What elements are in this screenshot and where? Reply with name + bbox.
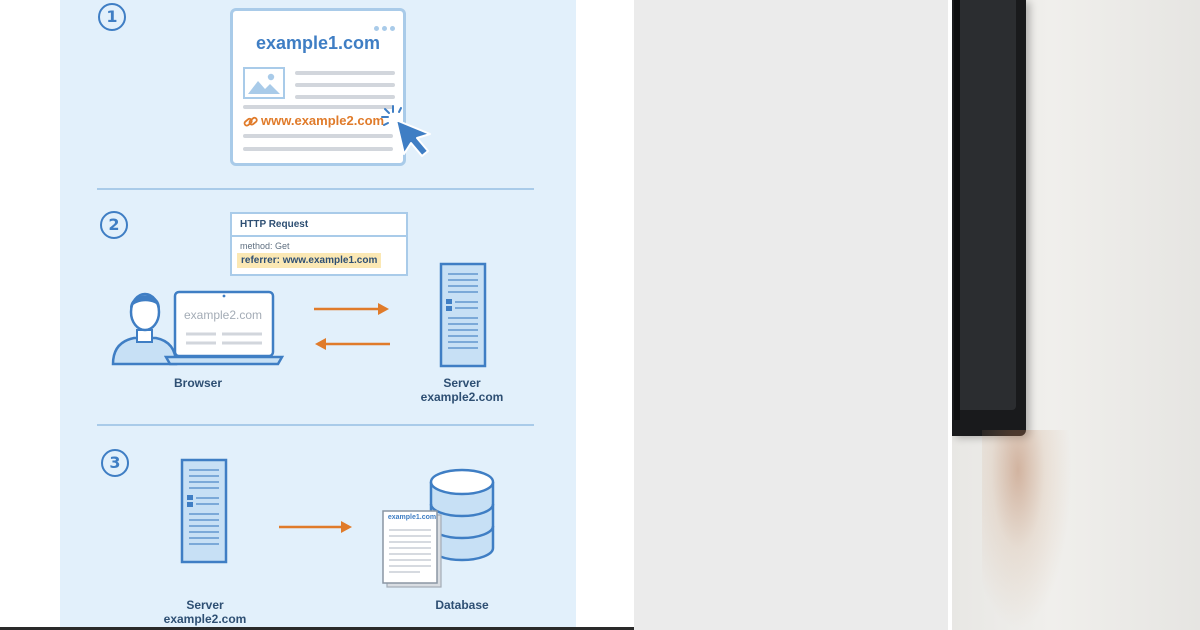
text-line	[295, 71, 395, 75]
http-request-title: HTTP Request	[240, 219, 309, 230]
server-label-3-line2: example2.com	[163, 612, 247, 626]
http-request-referrer: referrer: www.example1.com	[237, 253, 382, 268]
browser-window: example1.com www.example2.com	[230, 8, 406, 166]
blank-panel	[634, 0, 948, 630]
arrow-right-icon	[314, 303, 389, 315]
frame-shadow	[954, 0, 960, 420]
server-label-2-line1: Server	[443, 376, 481, 390]
section-divider	[97, 424, 534, 426]
text-line	[243, 147, 393, 151]
database-icon	[429, 468, 495, 562]
link-text[interactable]: www.example2.com	[261, 113, 385, 128]
section-divider	[97, 188, 534, 190]
http-request-box: HTTP Request method: Get referrer: www.e…	[230, 212, 408, 276]
text-line	[243, 134, 393, 138]
arrow-left-icon	[315, 338, 390, 350]
referrer-diagram: 1 example1.com www.example2.com	[60, 0, 576, 630]
bottom-edge-line	[0, 627, 634, 630]
image-placeholder-icon	[243, 67, 285, 99]
document-icon	[382, 510, 442, 588]
frame-inner	[960, 0, 1016, 410]
step-number-1: 1	[98, 3, 126, 31]
server-label-3-line1: Server	[186, 598, 224, 612]
text-line	[243, 105, 393, 109]
text-line	[295, 95, 395, 99]
picture-frame-edge	[952, 0, 1026, 436]
server-icon	[439, 262, 487, 368]
server-label-2-line2: example2.com	[420, 390, 504, 404]
database-label: Database	[435, 598, 489, 612]
server-label-2: Server example2.com	[402, 376, 522, 404]
http-request-method: method: Get	[240, 241, 290, 251]
link-icon	[243, 114, 258, 133]
server-label-3: Server example2.com	[145, 598, 265, 626]
window-controls	[371, 16, 395, 35]
arrow-right-icon	[279, 521, 352, 533]
laptop-icon	[164, 290, 285, 366]
step-number-2: 2	[100, 211, 128, 239]
text-line	[295, 83, 395, 87]
window-title: example1.com	[255, 33, 381, 53]
document-text: example1.com	[387, 514, 437, 521]
wall-stain	[982, 430, 1072, 630]
step-number-3: 3	[101, 449, 129, 477]
browser-label: Browser	[173, 376, 223, 390]
laptop-screen-text: example2.com	[184, 308, 263, 322]
http-request-separator	[232, 235, 406, 237]
user-icon	[111, 292, 178, 366]
wall-frame-photo	[952, 0, 1200, 630]
server-icon	[180, 458, 228, 564]
cursor-arrow-icon	[381, 105, 431, 157]
